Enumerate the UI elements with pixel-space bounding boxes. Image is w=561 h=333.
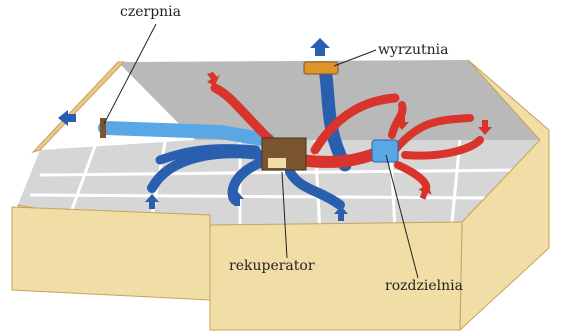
distributor-unit: [372, 140, 398, 162]
front-wall-face-right: [210, 222, 462, 330]
fresh-air-duct: [105, 128, 268, 140]
house-outline: [12, 60, 549, 330]
left-roof-edge: [33, 62, 124, 152]
label-wyrzutnia: wyrzutnia: [378, 42, 448, 58]
recuperator-front: [268, 158, 286, 168]
arrow-up-exhaust: [310, 38, 330, 56]
label-czerpnia: czerpnia: [120, 4, 181, 20]
label-rozdzielnia: rozdzielnia: [385, 278, 463, 294]
front-wall-face-left: [12, 207, 210, 300]
label-rekuperator: rekuperator: [229, 258, 315, 274]
exhaust-outlet-unit: [304, 62, 338, 74]
